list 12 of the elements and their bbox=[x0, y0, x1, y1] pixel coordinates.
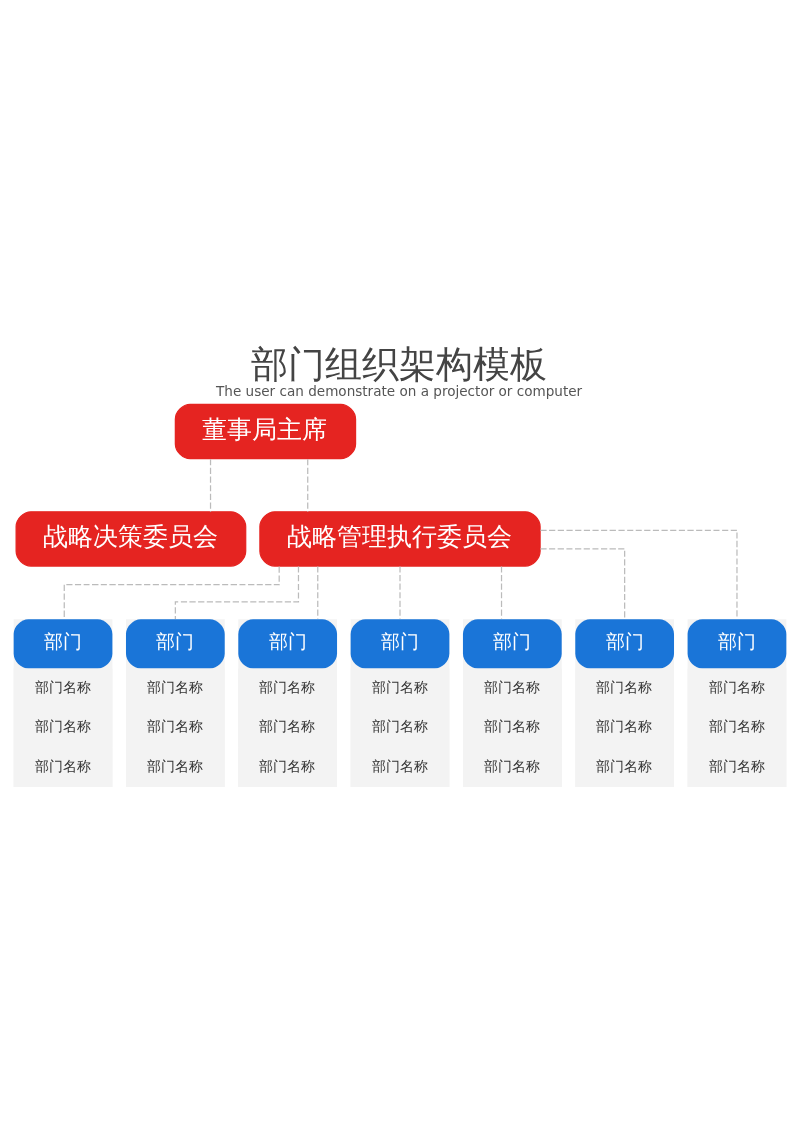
node-box: 战略决策委员会 bbox=[15, 511, 247, 567]
connector bbox=[500, 565, 503, 620]
caption: The user can demonstrate on a projector or computer bbox=[216, 382, 583, 399]
connector bbox=[209, 458, 212, 513]
node-box: 战略管理执行委员会 bbox=[259, 511, 541, 567]
connector bbox=[174, 565, 300, 620]
node-box: 董事局主席 bbox=[174, 403, 357, 460]
connector bbox=[63, 565, 280, 620]
connector bbox=[399, 565, 401, 620]
connector bbox=[317, 565, 319, 620]
connector bbox=[307, 458, 309, 513]
connector bbox=[539, 529, 738, 620]
